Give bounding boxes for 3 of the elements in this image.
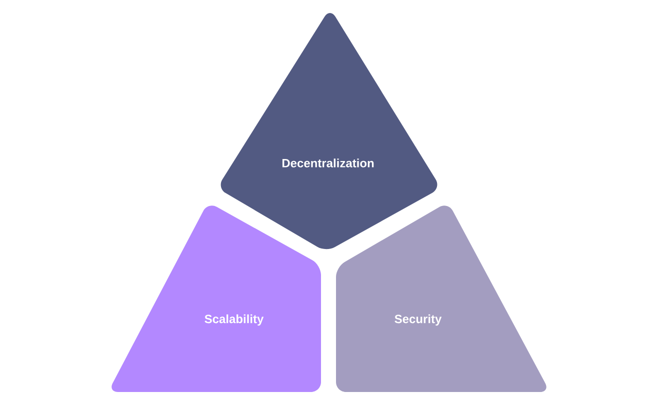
- triangle-segment: Decentralization: [220, 12, 438, 250]
- triangle-segment: Security: [336, 206, 546, 392]
- triangle-segment: Scalability: [112, 206, 321, 392]
